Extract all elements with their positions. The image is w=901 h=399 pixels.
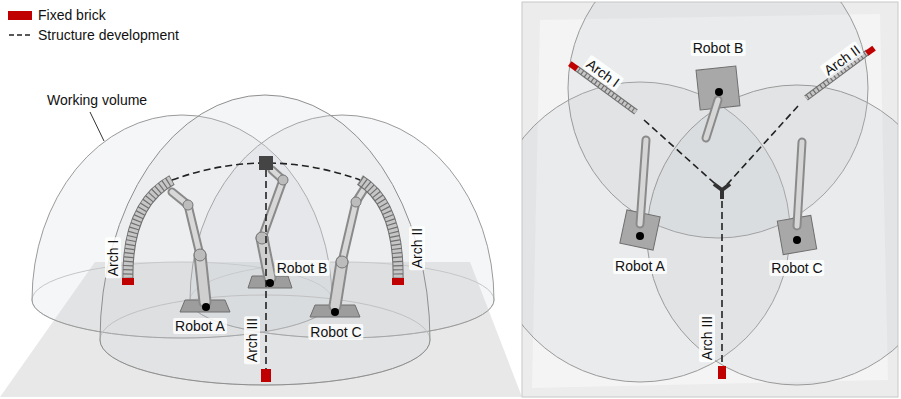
robot-arm: [706, 100, 718, 138]
legend-text: Structure development: [38, 27, 179, 43]
robot-arm: [172, 192, 200, 255]
legend: Fixed brickStructure development: [8, 5, 179, 45]
robot-column: [200, 255, 205, 302]
brick-arch: [360, 180, 398, 282]
brick-arch: [128, 180, 172, 282]
robot-column: [200, 255, 205, 302]
dashed-line-sample: [9, 34, 31, 36]
legend-line-sample: [8, 30, 32, 40]
working-volume-dome: [100, 95, 430, 385]
robot-arm: [797, 142, 802, 226]
volume-label: Working volume: [45, 92, 149, 108]
fixed-brick: [568, 61, 579, 71]
robot-dot: [266, 279, 274, 287]
robot-arm: [640, 140, 646, 224]
top-view: [490, 0, 901, 397]
keystone-block: [259, 156, 273, 170]
robot-dot: [715, 88, 723, 96]
robot-label: Robot C: [769, 260, 824, 276]
robot-joint: [278, 175, 288, 185]
robot-a: [172, 192, 230, 312]
robot-label: Robot A: [613, 258, 667, 274]
robot-arm: [172, 192, 200, 255]
fixed-brick: [392, 278, 404, 285]
legend-text: Fixed brick: [38, 7, 106, 23]
robot-arm: [797, 142, 802, 226]
structure-line: [265, 170, 267, 370]
structure-line: [644, 120, 722, 190]
arch-label: Arch II: [409, 226, 425, 270]
robot-label: Robot B: [275, 260, 330, 276]
robot-arm: [706, 100, 718, 138]
reach-circles: [522, 2, 898, 385]
robot-arm: [640, 140, 646, 224]
brick-arch: [128, 180, 172, 282]
robot-label: Robot C: [308, 324, 363, 340]
keystone-block: [714, 184, 730, 199]
robot-c: [310, 186, 366, 317]
leader-line: [90, 112, 104, 141]
robot-column: [335, 262, 342, 306]
robot-dot: [636, 232, 644, 240]
brick-arch: [360, 180, 398, 282]
robot-arm: [342, 186, 366, 262]
robot-joint: [351, 197, 361, 207]
fixed-brick: [865, 46, 876, 56]
robot-joint: [183, 200, 193, 210]
robot-column: [335, 262, 342, 306]
legend-swatch: [8, 11, 32, 20]
robot-joint: [194, 249, 206, 261]
working-volume-circle: [647, 85, 898, 385]
structure-line: [722, 106, 798, 190]
robot-dot: [793, 236, 801, 244]
arch-label: Arch III: [244, 316, 260, 364]
fixed-brick: [122, 278, 134, 285]
fixed-brick: [261, 369, 271, 382]
robot-dot: [331, 308, 339, 316]
robot-label: Robot B: [691, 40, 746, 56]
legend-row: Structure development: [8, 25, 179, 45]
robot-joint: [336, 256, 348, 268]
arch-label: Arch III: [699, 314, 715, 362]
structure-line: [721, 190, 723, 368]
arch-label: Arch I: [105, 238, 121, 279]
robot-label: Robot A: [173, 318, 227, 334]
perspective-view: [0, 95, 522, 397]
fixed-brick: [718, 366, 726, 379]
legend-row: Fixed brick: [8, 5, 179, 25]
robot-dot: [202, 303, 210, 311]
robot-arm: [342, 186, 366, 262]
